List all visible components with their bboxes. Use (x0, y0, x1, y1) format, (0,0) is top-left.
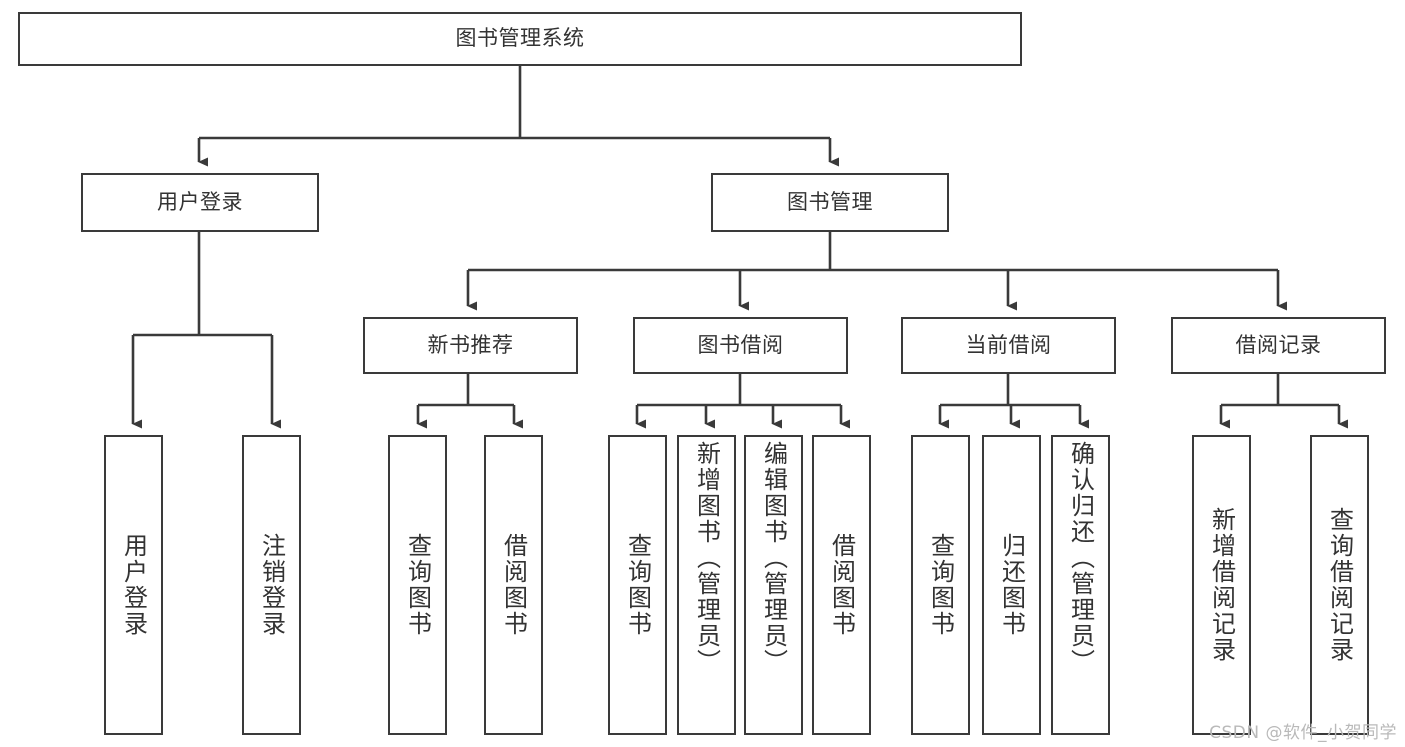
node-current-borrow-label: 当前借阅 (965, 332, 1052, 357)
node-leaf-add-borrow-record[interactable]: 新增借阅记录 (1192, 435, 1251, 735)
node-leaf-logout-label: 注销登录 (257, 533, 286, 637)
node-leaf-query-book-recommend[interactable]: 查询图书 (388, 435, 447, 735)
connectors-new-book-recommend-to-leaves (416, 374, 523, 429)
connectors-current-borrow-to-leaves (938, 374, 1089, 429)
node-leaf-confirm-return[interactable]: 确认归还（管理员） (1051, 435, 1110, 735)
connectors-book-borrow-to-leaves (635, 374, 850, 429)
connectors-user-login-to-leaves (131, 232, 281, 429)
node-leaf-add-borrow-record-label: 新增借阅记录 (1207, 507, 1236, 663)
node-leaf-confirm-return-label: 确认归还（管理员） (1066, 441, 1095, 675)
node-leaf-edit-book-label: 编辑图书（管理员） (759, 441, 788, 675)
node-book-borrow-label: 图书借阅 (697, 332, 784, 357)
node-leaf-query-borrow-record[interactable]: 查询借阅记录 (1310, 435, 1369, 735)
node-book-borrow[interactable]: 图书借阅 (633, 317, 848, 374)
node-leaf-add-book[interactable]: 新增图书（管理员） (677, 435, 736, 735)
node-borrow-record-label: 借阅记录 (1235, 332, 1322, 357)
node-leaf-borrow-book[interactable]: 借阅图书 (812, 435, 871, 735)
node-leaf-add-book-label: 新增图书（管理员） (692, 441, 721, 675)
node-leaf-logout[interactable]: 注销登录 (242, 435, 301, 735)
node-leaf-borrow-book-recommend-label: 借阅图书 (499, 533, 528, 637)
node-new-book-recommend[interactable]: 新书推荐 (363, 317, 578, 374)
node-user-login-label: 用户登录 (157, 189, 243, 214)
node-leaf-query-book-current[interactable]: 查询图书 (911, 435, 970, 735)
node-leaf-return-book[interactable]: 归还图书 (982, 435, 1041, 735)
node-leaf-borrow-book-label: 借阅图书 (827, 533, 856, 637)
connectors-book-management-to-level3 (466, 232, 1287, 311)
node-leaf-edit-book[interactable]: 编辑图书（管理员） (744, 435, 803, 735)
node-leaf-borrow-book-recommend[interactable]: 借阅图书 (484, 435, 543, 735)
node-leaf-query-borrow-record-label: 查询借阅记录 (1325, 507, 1354, 663)
connectors-root-to-level2 (197, 66, 839, 167)
node-root[interactable]: 图书管理系统 (18, 12, 1022, 66)
node-leaf-query-book-borrow-label: 查询图书 (623, 533, 652, 637)
node-leaf-query-book-current-label: 查询图书 (926, 533, 955, 637)
node-leaf-user-login-label: 用户登录 (119, 533, 148, 637)
node-current-borrow[interactable]: 当前借阅 (901, 317, 1116, 374)
node-user-login[interactable]: 用户登录 (81, 173, 319, 232)
node-leaf-user-login[interactable]: 用户登录 (104, 435, 163, 735)
node-root-label: 图书管理系统 (455, 26, 585, 51)
node-new-book-recommend-label: 新书推荐 (427, 332, 514, 357)
node-leaf-query-book-recommend-label: 查询图书 (403, 533, 432, 637)
node-borrow-record[interactable]: 借阅记录 (1171, 317, 1386, 374)
connectors-borrow-record-to-leaves (1219, 374, 1348, 429)
node-book-management[interactable]: 图书管理 (711, 173, 949, 232)
node-book-management-label: 图书管理 (787, 189, 873, 214)
node-leaf-query-book-borrow[interactable]: 查询图书 (608, 435, 667, 735)
node-leaf-return-book-label: 归还图书 (997, 533, 1026, 637)
